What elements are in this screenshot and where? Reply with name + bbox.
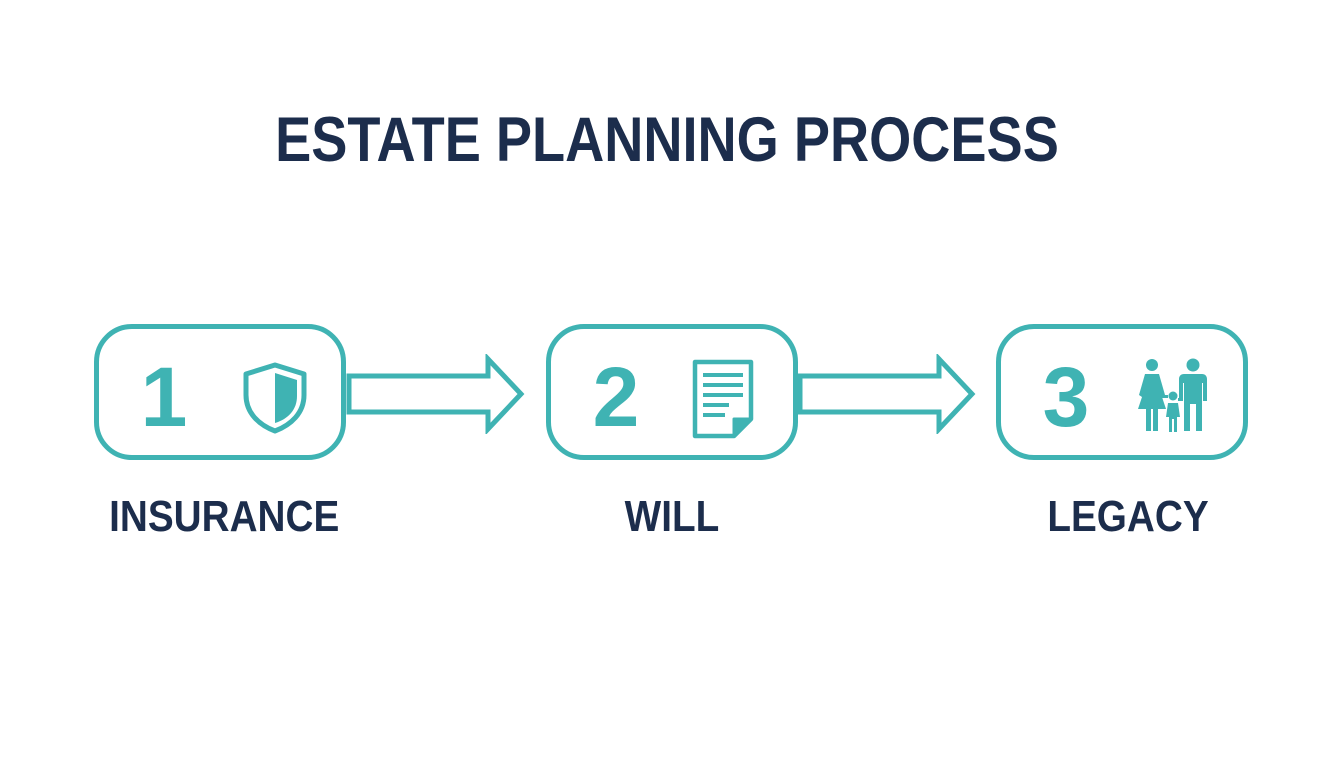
diagram-title: ESTATE PLANNING PROCESS — [275, 105, 1059, 175]
step-label-will: WILL — [624, 492, 720, 541]
arrow-right-icon — [346, 354, 525, 434]
step-number-1: 1 — [140, 350, 188, 444]
document-icon — [692, 359, 754, 439]
step-box-will: 2 — [546, 324, 798, 460]
step-box-legacy: 3 — [996, 324, 1248, 460]
family-icon — [1138, 358, 1207, 432]
arrow-right-icon — [797, 354, 976, 434]
step-box-insurance: 1 — [94, 324, 346, 460]
step-number-3: 3 — [1042, 350, 1090, 444]
step-label-legacy: LEGACY — [1047, 492, 1209, 541]
step-number-2: 2 — [592, 350, 640, 444]
shield-icon — [243, 362, 307, 434]
step-label-insurance: INSURANCE — [109, 492, 340, 541]
